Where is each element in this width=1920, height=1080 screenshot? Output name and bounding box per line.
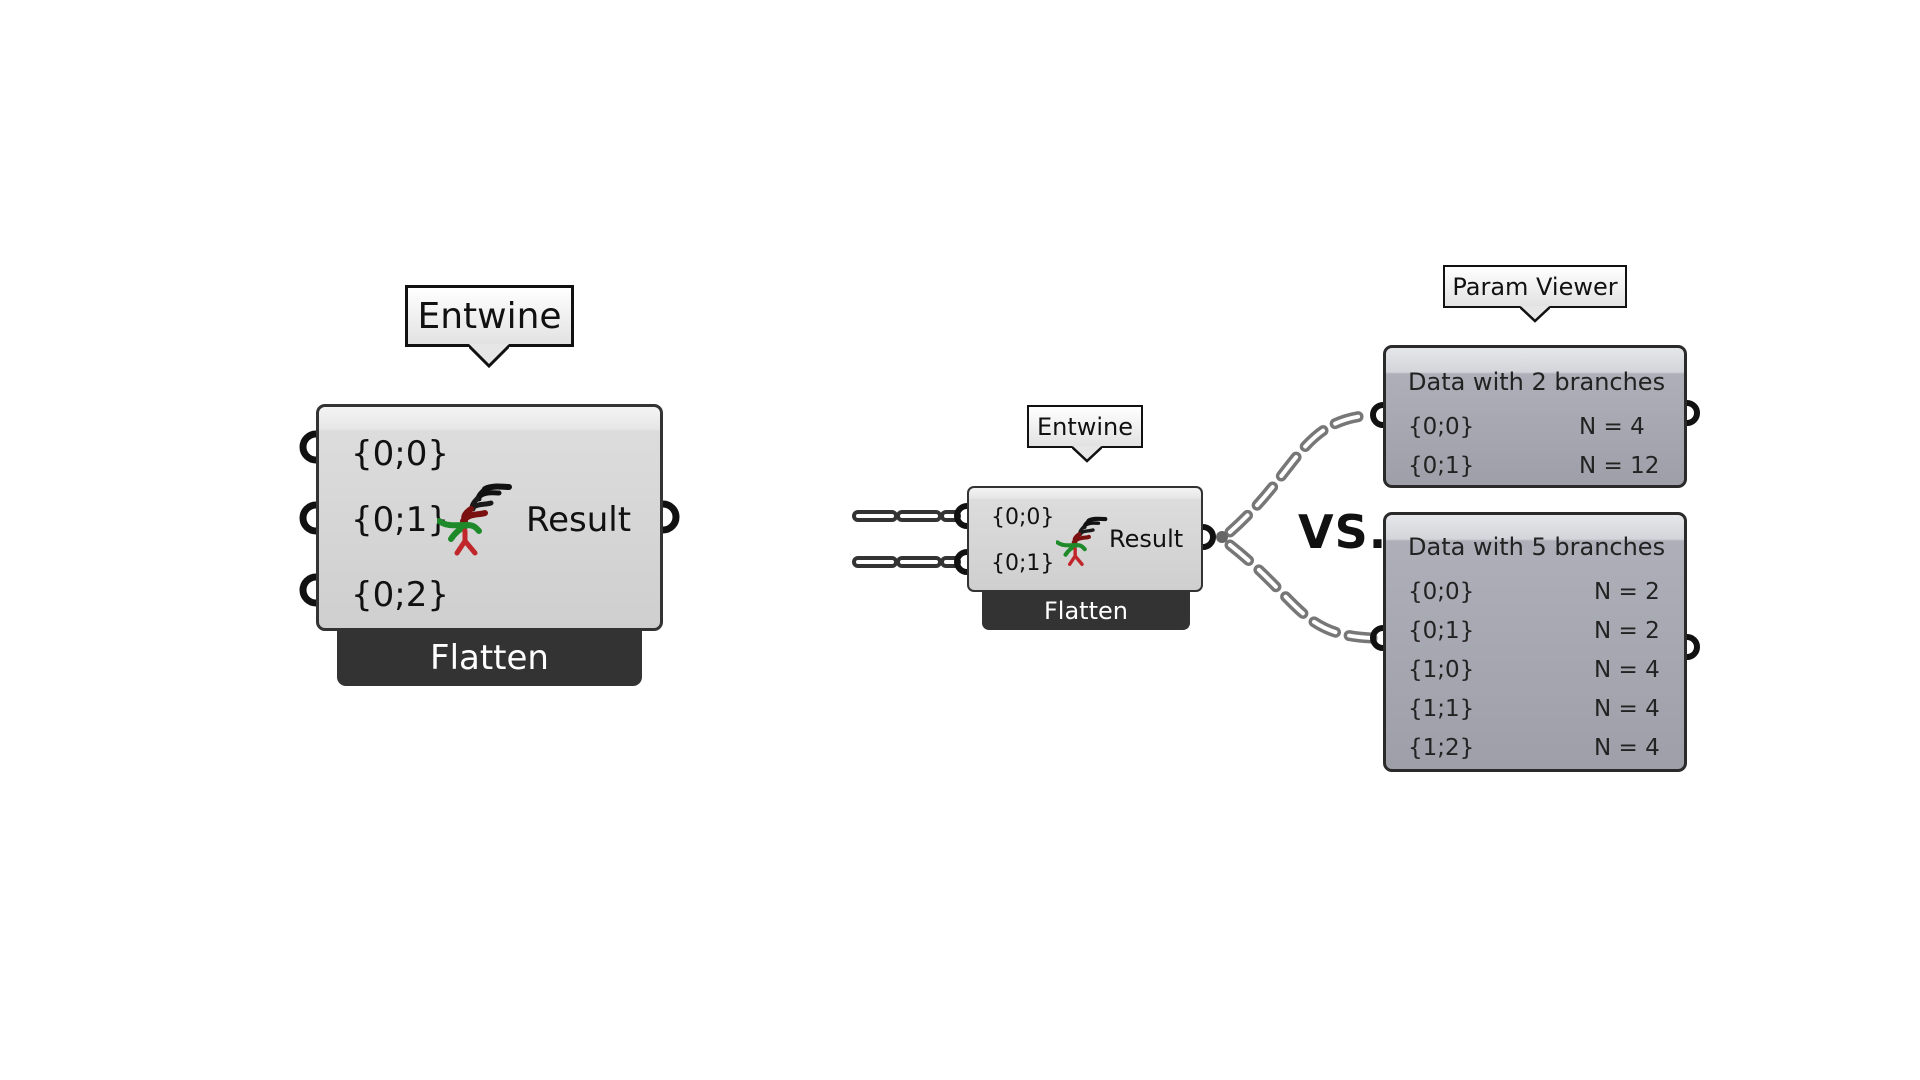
viewer-title: Data with 2 branches: [1408, 368, 1666, 396]
viewer-input-grip[interactable]: [1370, 625, 1384, 651]
input-label-0: {0;0}: [991, 505, 1055, 530]
tag-label: Param Viewer: [1452, 272, 1618, 301]
entwine-icon: [437, 483, 512, 556]
input-grip-2[interactable]: [299, 573, 317, 607]
wire-source-dot: [1216, 531, 1228, 543]
branch-count: N = 2: [1594, 618, 1660, 644]
viewer-title: Data with 5 branches: [1408, 533, 1666, 561]
branch-count: N = 2: [1594, 579, 1660, 605]
branch-path: {0;1}: [1408, 453, 1475, 479]
input-label-2: {0;2}: [351, 575, 449, 615]
input-label-1: {0;1}: [351, 500, 449, 540]
option-label: Flatten: [1044, 596, 1128, 625]
branch-count: N = 12: [1579, 453, 1660, 479]
viewer-input-grip[interactable]: [1370, 402, 1384, 428]
output-wire-to-viewer-5-branches[interactable]: [1224, 539, 1378, 644]
input-label-1: {0;1}: [991, 551, 1055, 576]
branch-path: {1;0}: [1408, 657, 1475, 683]
tag-pointer: [469, 344, 509, 369]
output-label: Result: [1109, 525, 1184, 553]
branch-path: {0;0}: [1408, 414, 1475, 440]
tag-pointer: [1072, 446, 1102, 463]
comparison-label: VS.: [1298, 505, 1388, 559]
branch-count: N = 4: [1579, 414, 1645, 440]
input-grip-1[interactable]: [954, 549, 968, 575]
viewer-output-grip[interactable]: [1686, 634, 1700, 660]
branch-path: {0;1}: [1408, 618, 1475, 644]
output-wire-to-viewer-2-branches[interactable]: [1224, 409, 1378, 538]
branch-path: {1;2}: [1408, 735, 1475, 761]
viewer-output-grip[interactable]: [1686, 400, 1700, 426]
branch-path: {1;1}: [1408, 696, 1475, 722]
component-body[interactable]: {0;0} {0;1} {0;2} Result: [316, 404, 663, 631]
param-viewer-2-branches[interactable]: Data with 2 branches {0;0} N = 4 {0;1} N…: [1383, 345, 1687, 488]
entwine-icon: [1056, 516, 1108, 566]
param-viewer-5-branches[interactable]: Data with 5 branches {0;0} N = 2 {0;1} N…: [1383, 512, 1687, 772]
tag-pointer: [1520, 306, 1550, 323]
component-body[interactable]: {0;0} {0;1} Result: [967, 486, 1203, 592]
branch-count: N = 4: [1594, 735, 1660, 761]
tag-label: Entwine: [1036, 412, 1134, 441]
output-label: Result: [526, 500, 632, 540]
branch-count: N = 4: [1594, 657, 1660, 683]
output-grip[interactable]: [1202, 524, 1216, 550]
option-bar-flatten[interactable]: Flatten: [982, 585, 1190, 630]
option-label: Flatten: [430, 638, 549, 678]
input-label-0: {0;0}: [351, 434, 449, 474]
tag-label: Entwine: [417, 295, 562, 337]
option-bar-flatten[interactable]: Flatten: [337, 620, 642, 686]
input-grip-1[interactable]: [299, 501, 317, 535]
input-grip-0[interactable]: [299, 430, 317, 464]
component-name-tag: Entwine: [405, 285, 574, 347]
component-name-tag: Entwine: [1027, 405, 1143, 448]
branch-count: N = 4: [1594, 696, 1660, 722]
param-viewer-tag: Param Viewer: [1443, 265, 1627, 308]
input-grip-0[interactable]: [954, 503, 968, 529]
output-grip[interactable]: [662, 500, 680, 534]
branch-path: {0;0}: [1408, 579, 1475, 605]
